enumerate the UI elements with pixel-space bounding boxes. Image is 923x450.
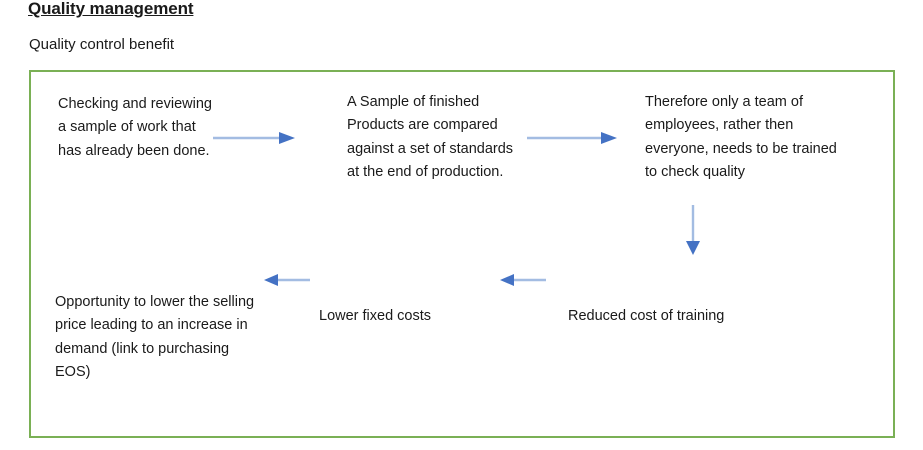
arrow-left-icon <box>498 272 548 288</box>
page-subtitle: Quality control benefit <box>29 36 175 53</box>
page-title: Quality management <box>28 0 194 18</box>
arrow-right-icon <box>527 130 619 146</box>
arrow-right-icon <box>213 130 297 146</box>
flow-node-lower-fixed-costs: Lower fixed costs <box>319 308 432 324</box>
arrow-left-icon <box>262 272 312 288</box>
arrow-down-icon <box>678 205 708 257</box>
flow-node-sample-finished-products: A Sample of finished Products are compar… <box>347 94 514 181</box>
flow-node-team-of-employees: Therefore only a team of employees, rath… <box>645 94 837 181</box>
flow-node-checking-reviewing: Checking and reviewing a sample of work … <box>58 96 212 159</box>
flow-node-reduced-cost-of-training: Reduced cost of training <box>568 308 725 324</box>
flow-node-opportunity-lower-price: Opportunity to lower the selling price l… <box>55 294 255 381</box>
diagram-container <box>29 70 895 438</box>
